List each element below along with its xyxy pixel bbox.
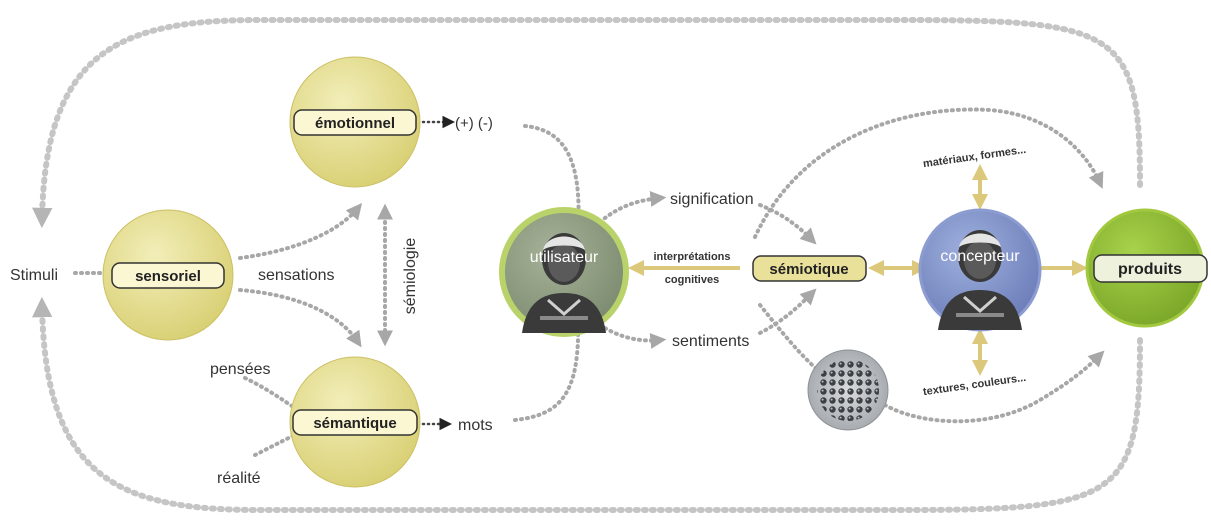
user-avatar-icon	[522, 233, 606, 333]
sentiments-to-semiotique-arrow	[758, 288, 817, 335]
interpretations-label: interprétations	[653, 251, 730, 263]
pensees-label: pensées	[210, 361, 271, 378]
realite-label: réalité	[217, 470, 261, 487]
produits-node: produits	[1085, 208, 1208, 328]
sensoriel-to-emotionnel-arrow	[238, 203, 363, 260]
sensoriel-label: sensoriel	[135, 268, 201, 285]
semantique-label: sémantique	[313, 415, 396, 432]
concepteur-label: concepteur	[940, 248, 1020, 265]
stimuli-label: Stimuli	[10, 267, 58, 284]
semiologie-label: sémiologie	[402, 238, 419, 315]
semiotique-node: sémiotique	[752, 255, 867, 282]
semantique-node: sémantique	[289, 356, 421, 488]
outer-loop-top	[32, 17, 1143, 229]
utilisateur-to-sentiments-arrow	[598, 323, 667, 349]
utilisateur-node: utilisateur	[499, 207, 629, 337]
plusminus-to-utilisateur-line	[523, 124, 581, 232]
plus-minus-label: (+) (-)	[455, 115, 493, 132]
signification-label: signification	[670, 191, 754, 208]
utilisateur-label: utilisateur	[530, 249, 599, 266]
designer-avatar-icon	[938, 230, 1022, 330]
semiotique-to-produits-upper-arc	[753, 107, 1104, 239]
produits-label: produits	[1118, 261, 1182, 278]
concepteur-node: concepteur	[918, 208, 1042, 332]
sensations-label: sensations	[258, 267, 335, 284]
semiotique-to-texture-line	[758, 303, 822, 374]
signification-to-semiotique-arrow	[758, 203, 817, 245]
emotionnel-label: émotionnel	[315, 115, 395, 132]
utilisateur-to-signification-arrow	[598, 190, 667, 224]
mots-to-utilisateur-line	[513, 318, 581, 422]
sensoriel-node: sensoriel	[102, 209, 234, 341]
texture-sphere-image	[807, 349, 889, 431]
emotionnel-node: émotionnel	[289, 56, 421, 188]
texture-to-produits-lower-arc	[883, 350, 1105, 424]
textures-label: textures, couleurs...	[922, 372, 1027, 398]
mots-label: mots	[458, 417, 493, 434]
sentiments-label: sentiments	[672, 333, 749, 350]
outer-loop-bottom	[32, 296, 1143, 513]
cognitives-label: cognitives	[665, 274, 719, 286]
realite-line	[253, 428, 307, 457]
materiaux-label: matériaux, formes...	[922, 144, 1027, 170]
semiotique-label: sémiotique	[769, 261, 848, 278]
sensoriel-to-semantique-arrow	[238, 288, 362, 348]
